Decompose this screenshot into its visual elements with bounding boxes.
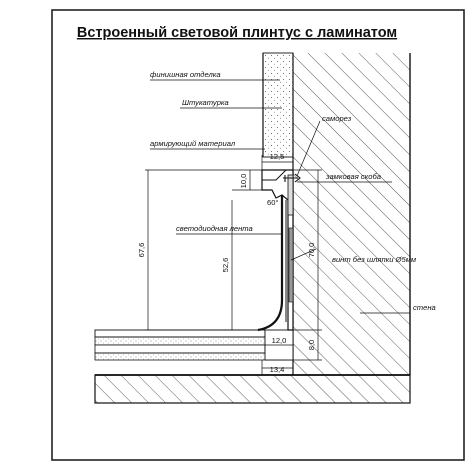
- outer-frame: [51, 9, 465, 461]
- label-led: светодиодная лента: [176, 224, 253, 233]
- label-bolt: винт без шляпки Ø5мм: [332, 255, 417, 264]
- floor-slab: [94, 374, 411, 404]
- floor-base: [94, 352, 294, 361]
- dim-floor-width: 12,0: [272, 336, 287, 345]
- skirting-top-lip: [261, 169, 287, 190]
- floor-screed: [94, 344, 266, 354]
- skirting-curve: [257, 195, 284, 332]
- floor-laminate: [94, 329, 266, 338]
- dim-lip-height: 10,0: [239, 174, 248, 189]
- lock-bracket: [287, 174, 294, 216]
- dim-total-height: 67,6: [137, 243, 146, 258]
- label-screw: саморез: [322, 114, 352, 123]
- dim-base-width: 13,4: [270, 365, 285, 374]
- label-wall: стена: [413, 303, 436, 312]
- bolt-icon: [288, 227, 294, 303]
- dim-right-height: 70,0: [307, 243, 316, 258]
- drawing-title: Встроенный световой плинтус с ламинатом: [77, 25, 397, 41]
- screw-icon: [283, 173, 301, 183]
- dim-top-width: 12,5: [270, 152, 285, 161]
- label-mesh: армирующий материал: [150, 139, 236, 148]
- label-lock: замковая скоба: [325, 172, 381, 181]
- dim-angle: 60°: [267, 198, 278, 207]
- plaster-strip: [262, 52, 294, 158]
- wall-hatch: [293, 53, 410, 375]
- floor-underlay: [94, 336, 266, 346]
- label-plaster: Штукатурка: [182, 98, 229, 107]
- dimension-lines: [145, 155, 322, 375]
- dim-inner-height: 52,6: [221, 258, 230, 273]
- leader-lines: [150, 79, 410, 314]
- dim-floor-gap: 8,0: [307, 340, 316, 351]
- label-finish: финишная отделка: [150, 70, 221, 79]
